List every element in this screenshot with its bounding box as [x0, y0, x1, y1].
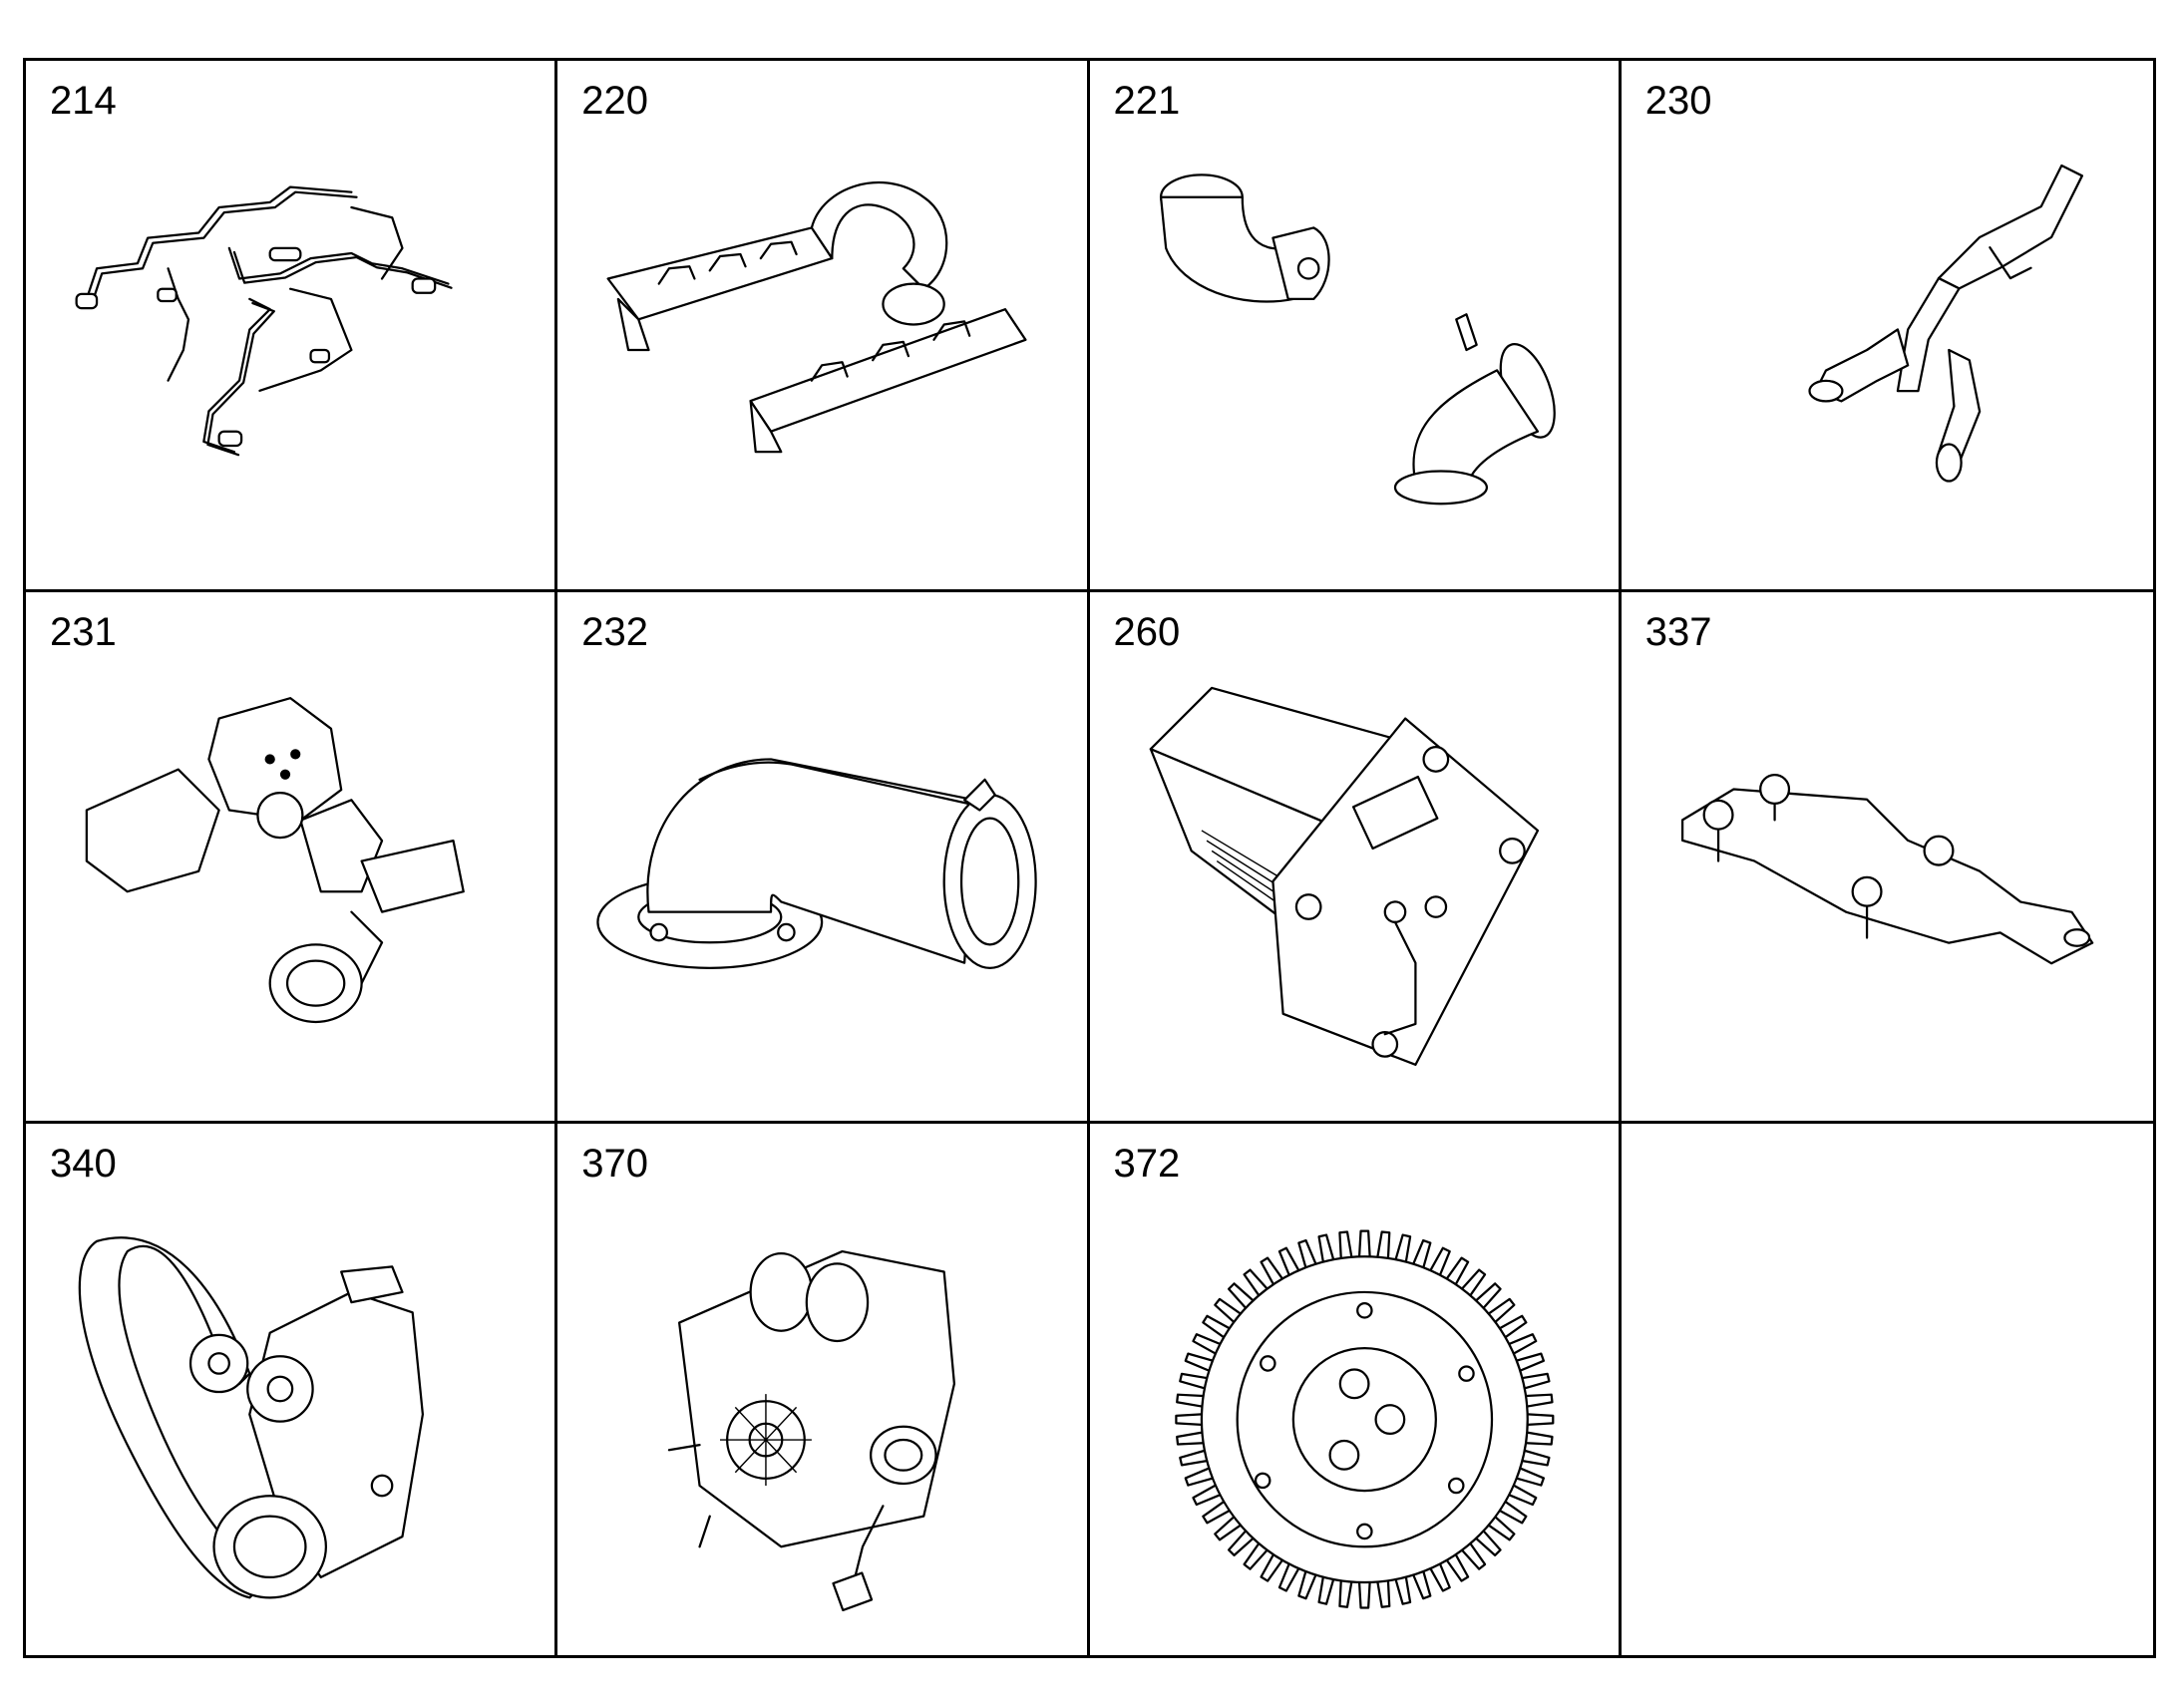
heater-flange-icon — [1110, 662, 1599, 1101]
air-hose-elbows-icon — [1110, 131, 1599, 569]
part-number: 230 — [1644, 79, 1712, 123]
gear-wheel-icon — [1110, 1194, 1599, 1635]
bracket-plate-icon — [1641, 662, 2133, 1101]
part-number: 232 — [581, 610, 648, 654]
intake-manifold-icon — [577, 131, 1066, 569]
gear-tooth — [1337, 1577, 1353, 1608]
part-number: 231 — [50, 610, 117, 654]
part-number: 372 — [1113, 1142, 1181, 1186]
part-number: 370 — [581, 1142, 648, 1186]
part-cell-260[interactable]: 260 — [1089, 592, 1622, 1124]
part-cell-337[interactable]: 337 — [1621, 592, 2153, 1124]
part-cell-232[interactable]: 232 — [557, 592, 1090, 1124]
exhaust-manifold-icon — [1641, 131, 2133, 569]
exhaust-elbow-clamp-icon — [577, 662, 1066, 1101]
part-number: 340 — [50, 1142, 117, 1186]
part-cell-370[interactable]: 370 — [557, 1124, 1090, 1655]
part-number: 337 — [1644, 610, 1712, 654]
part-cell-220[interactable]: 220 — [557, 61, 1090, 592]
part-cell-340[interactable]: 340 — [26, 1124, 558, 1655]
gear-tooth — [1174, 1413, 1205, 1427]
drive-belt-pump-icon — [46, 1194, 535, 1635]
empty-cell — [1622, 1124, 2153, 1655]
gear-tooth — [1375, 1230, 1390, 1262]
turbocharger-manifold-icon — [46, 662, 535, 1101]
part-number: 221 — [1113, 79, 1181, 123]
fuel-pump-unit-icon — [577, 1194, 1066, 1635]
gear-tooth — [1357, 1578, 1371, 1609]
gear-tooth — [1175, 1431, 1207, 1446]
gear-tooth — [1357, 1229, 1371, 1260]
part-cell-221[interactable]: 221 — [1089, 61, 1622, 592]
part-cell-214[interactable]: 214 — [26, 61, 558, 592]
parts-grid: 214 220 — [23, 58, 2156, 1658]
part-number: 260 — [1113, 610, 1181, 654]
gear-tooth — [1337, 1230, 1353, 1262]
gear-tooth — [1375, 1577, 1390, 1608]
part-cell-372[interactable]: 372 — [1090, 1124, 1622, 1655]
gear-tooth — [1523, 1413, 1554, 1427]
part-cell-231[interactable]: 231 — [26, 592, 558, 1124]
part-cell-230[interactable]: 230 — [1621, 61, 2153, 592]
gear-tooth — [1522, 1431, 1554, 1446]
part-number: 220 — [581, 79, 648, 123]
part-number: 214 — [50, 79, 117, 123]
gear-tooth — [1522, 1393, 1554, 1409]
gear-tooth — [1175, 1393, 1207, 1409]
fuel-injection-lines-icon — [46, 131, 535, 569]
